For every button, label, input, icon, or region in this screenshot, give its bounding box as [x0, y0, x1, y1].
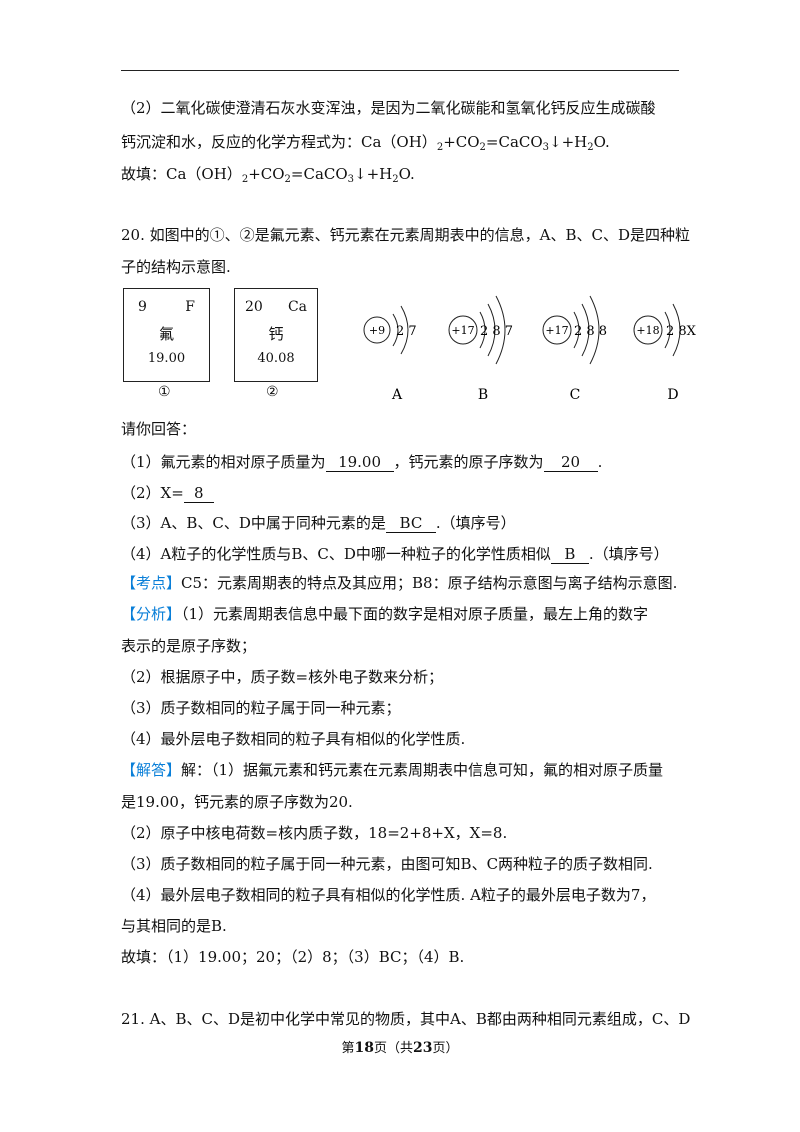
kaodian-tag: 【考点】 [121, 574, 182, 592]
nucleus-B: +17 [451, 324, 474, 337]
shells-C: 2 8 8 [574, 324, 607, 339]
jieda-tag: 【解答】 [121, 761, 182, 779]
atomic-number: 20 [245, 299, 263, 315]
nucleus-A: +9 [369, 324, 385, 337]
answer-blank: 20 [543, 453, 598, 472]
atomic-mass: 40.08 [257, 351, 295, 366]
jieda-line2: 是19.00，钙元素的原子序数为20. [121, 793, 353, 811]
atomic-mass: 19.00 [147, 351, 186, 366]
answer-blank: B [550, 545, 589, 564]
atomic-number: 9 [138, 299, 147, 315]
element-name: 氟 [158, 325, 174, 343]
page-total: 23 [413, 1040, 433, 1056]
particle-diagrams: +9 2 7 +17 2 8 7 +17 2 8 8 +18 2 8X A B … [363, 295, 697, 403]
q21-stem-line1: 21. A、B、C、D是初中化学中常见的物质，其中A、B都由两种相同元素组成，C… [121, 1010, 691, 1028]
label-A: A [391, 387, 403, 403]
label-C: C [570, 387, 581, 403]
jieda-line4: （3）质子数相同的粒子属于同一种元素，由图可知B、C两种粒子的质子数相同. [121, 855, 653, 873]
q20-answer: 故填：（1）19.00；20；（2）8；（3）BC；（4）B. [121, 948, 465, 966]
shells-D: 2 8X [666, 324, 697, 339]
page-number: 18 [354, 1040, 374, 1056]
element-name: 钙 [268, 325, 284, 343]
label-D: D [667, 387, 678, 403]
element-box-calcium: 20 Ca 钙 40.08 [234, 288, 318, 382]
q20-sub2: （2）X=8 [121, 482, 681, 504]
figure-label-1: ① [158, 384, 171, 400]
fenxi-tag: 【分析】 [121, 605, 182, 623]
kaodian: 【考点】C5：元素周期表的特点及其应用；B8：原子结构示意图与离子结构示意图. [121, 574, 678, 592]
jieda-line5: （4）最外层电子数相同的粒子具有相似的化学性质. A粒子的最外层电子数为7， [121, 886, 656, 904]
answer-blank: 8 [183, 484, 214, 503]
jieda-line1: 【解答】解：（1）据氟元素和钙元素在元素周期表中信息可知，氟的相对原子质量 [121, 761, 664, 779]
q20-stem-line2: 子的结构示意图. [121, 258, 231, 276]
answer-blank: BC [385, 514, 436, 533]
page-footer: 第18页（共23页） [341, 1040, 459, 1056]
fenxi-line5: （4）最外层电子数相同的粒子具有相似的化学性质. [121, 730, 466, 748]
part2-answer: 故填：Ca（OH）2+CO2=CaCO3↓+H2O. [121, 165, 415, 185]
element-symbol: Ca [287, 299, 307, 315]
nucleus-C: +17 [545, 324, 568, 337]
figure-label-2: ② [266, 384, 279, 400]
fenxi-line3: （2）根据原子中，质子数=核外电子数来分析； [121, 668, 444, 686]
q20-ask: 请你回答： [121, 420, 197, 438]
nucleus-D: +18 [636, 324, 659, 337]
jieda-line3: （2）原子中核电荷数=核内质子数，18=2+8+X，X=8. [121, 824, 508, 842]
shells-A: 2 7 [396, 324, 417, 339]
q20-stem-line1: 20. 如图中的①、②是氟元素、钙元素在元素周期表中的信息，A、B、C、D是四种… [121, 226, 690, 244]
shells-B: 2 8 7 [480, 324, 513, 339]
fenxi-line1: 【分析】（1）元素周期表信息中最下面的数字是相对原子质量，最左上角的数字 [121, 605, 649, 623]
header-rule [121, 70, 679, 71]
element-symbol: F [185, 299, 195, 315]
part2-line1: （2）二氧化碳使澄清石灰水变浑浊，是因为二氧化碳能和氢氧化钙反应生成碳酸 [121, 99, 656, 117]
jieda-line6: 与其相同的是B. [121, 917, 227, 935]
answer-blank: 19.00 [325, 453, 394, 472]
part2-line2: 钙沉淀和水，反应的化学方程式为：Ca（OH）2+CO2=CaCO3↓+H2O. [121, 133, 610, 153]
element-box-fluorine: 9 F 氟 19.00 [123, 288, 210, 382]
label-B: B [478, 387, 488, 403]
fenxi-line2: 表示的是原子序数； [121, 637, 257, 655]
fenxi-line4: （3）质子数相同的粒子属于同一种元素； [121, 699, 401, 717]
